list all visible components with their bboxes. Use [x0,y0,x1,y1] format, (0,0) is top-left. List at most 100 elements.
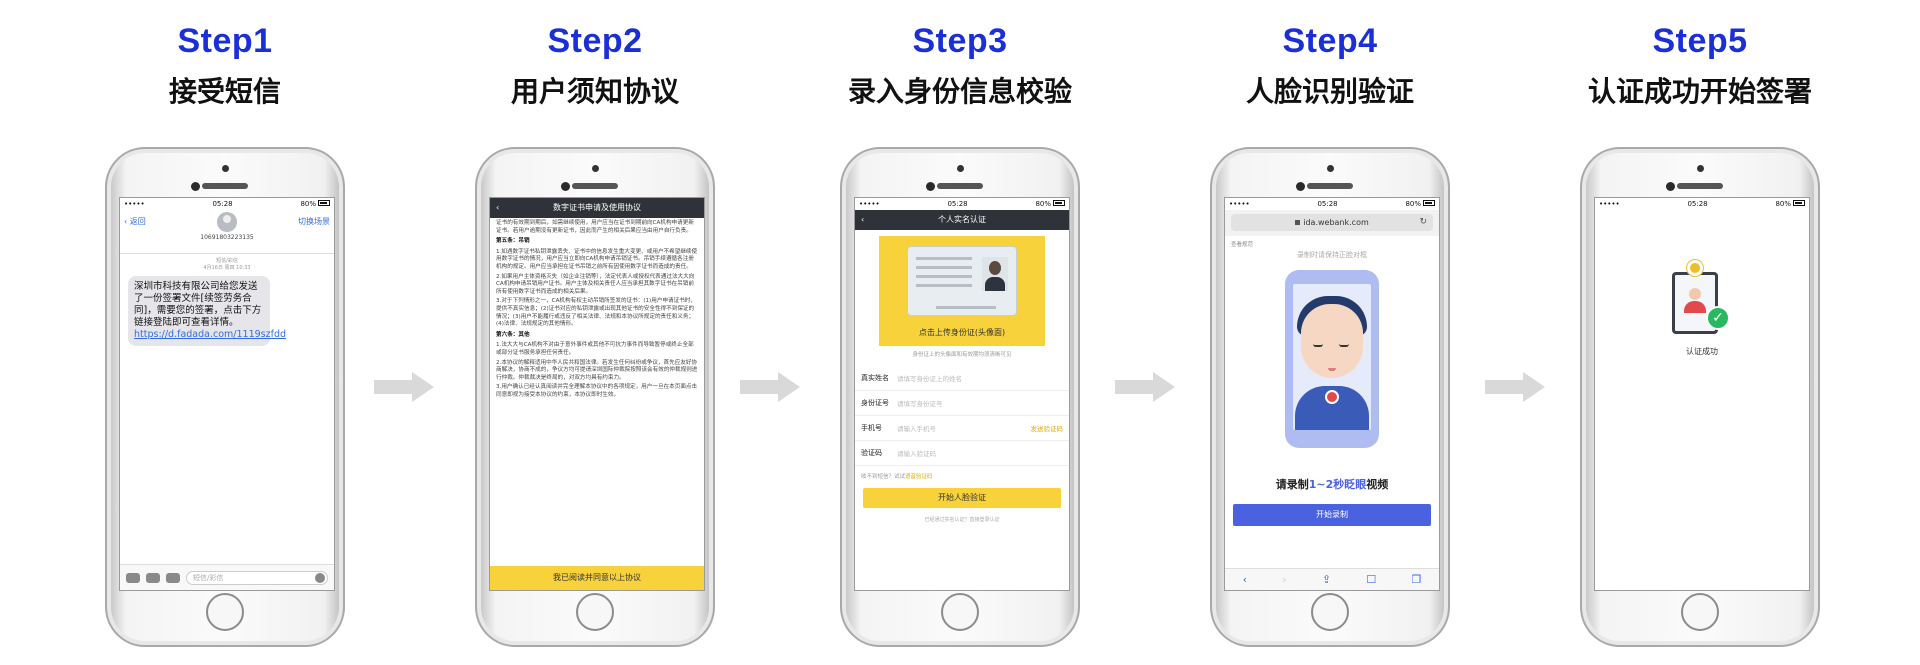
send-icon[interactable] [315,572,325,583]
agreement-paragraph: 1.法大大与CA机构不对由于意外事件或其他不可抗力事件而导致暂停或终止全部或部分… [496,342,694,356]
success-label: 认证成功 [1686,347,1718,356]
agreement-body[interactable]: 证书的有效期到期后，如需继续使用，用户应当在证书到期前向CA机构申请更新证书。若… [490,218,704,403]
check-icon: ✓ [1706,306,1730,330]
arrow-right-icon [740,372,802,402]
phone-frame: ••••• 05:28 80% ‹ 个人实名认证 点击上传身份证(头像面) [840,147,1080,647]
share-icon[interactable]: ⇪ [1321,573,1332,586]
bookmarks-icon[interactable]: ☐ [1366,573,1377,586]
code-field[interactable]: 验证码 请输入验证码 [855,441,1069,466]
step-subtitle: 人脸识别验证 [1245,75,1414,108]
agreement-screen: ‹ 数字证书申请及使用协议 证书的有效期到期后，如需继续使用，用户应当在证书到期… [489,197,705,591]
arrow-right-icon [374,372,436,402]
phone-camera [1697,165,1704,172]
sms-screen: ••••• 05:28 80% ‹ 返回 10691803223135 切换场景… [119,197,335,591]
sms-link[interactable]: https://d.fadada.com/1119szfdd [134,329,286,340]
face-screen: ••••• 05:28 80% ida.webank.com ↻ 查看规范 录制… [1224,197,1440,591]
record-instruction: 请录制1~2秒眨眼视频 [1275,478,1389,491]
face-hint: 录制时请保持正脸对框 [1297,251,1367,259]
back-chevron-icon[interactable]: ‹ [496,203,500,212]
section-heading: 第六条：其他 [496,331,530,338]
tabs-icon[interactable]: ❐ [1411,573,1422,586]
back-icon[interactable]: ‹ [1242,573,1248,586]
status-bar: ••••• 05:28 80% [1595,198,1809,210]
back-chevron-icon[interactable]: ‹ [861,215,865,224]
switch-scene-button[interactable]: 切换场景 [298,217,330,226]
face-illustration [1285,270,1379,448]
spec-link[interactable]: 查看规范 [1231,242,1254,248]
identity-title: 个人实名认证 [938,215,986,224]
phone-sensor [1296,182,1305,191]
send-code-button[interactable]: 发送验证码 [1030,425,1064,433]
login-link[interactable]: 已经通过实名认证？直接登录认证 [924,517,1000,523]
step-title: Step4 [1282,22,1378,60]
step-subtitle: 认证成功开始签署 [1587,75,1812,108]
phone-speaker [1677,183,1723,189]
upload-label: 点击上传身份证(头像面) [918,328,1006,337]
id-upload-area[interactable]: 点击上传身份证(头像面) [879,236,1045,346]
agree-button[interactable]: 我已阅读并同意以上协议 [490,566,704,590]
camera-icon[interactable] [126,572,140,583]
upload-hint: 身份证上的头像面和有效期均须清晰可见 [912,352,1012,358]
success-screen: ••••• 05:28 80% ✓ 认证成功 [1594,197,1810,591]
battery-icon [1053,200,1065,206]
home-button[interactable] [576,593,614,631]
success-badge-icon: ✓ [1672,260,1732,340]
battery-icon [318,200,330,206]
url-field[interactable]: ida.webank.com ↻ [1231,214,1433,231]
battery: 80% [300,200,330,208]
sms-input-bar: 短信/彩信 [120,564,334,590]
id-number-field[interactable]: 身份证号 请填写身份证号 [855,391,1069,416]
phone-camera [1327,165,1334,172]
browser-bar: ida.webank.com ↻ [1225,210,1439,236]
name-field[interactable]: 真实姓名 请填写身份证上的姓名 [855,366,1069,391]
status-bar: ••••• 05:28 80% [855,198,1069,210]
sms-text: 深圳市科技有限公司给您发送了一份签署文件[续签劳务合同]，需要您的签署，点击下方… [134,281,262,328]
phone-speaker [572,183,618,189]
agreement-title: 数字证书申请及使用协议 [553,203,641,212]
browser-toolbar: ‹ › ⇪ ☐ ❐ [1225,568,1439,590]
identity-header: ‹ 个人实名认证 [855,210,1069,230]
step-title: Step1 [177,22,273,60]
identity-screen: ••••• 05:28 80% ‹ 个人实名认证 点击上传身份证(头像面) [854,197,1070,591]
phone-frame: ••••• 05:28 80% ‹ 返回 10691803223135 切换场景… [105,147,345,647]
status-bar: ••••• 05:28 80% [120,198,334,210]
agreement-paragraph: 3.用户确认已经认真阅读并完全理解本协议中的各项规定，用户一旦在本页面点击同意即… [496,384,698,398]
phone-speaker [1307,183,1353,189]
sender-number: 10691803223135 [200,234,254,241]
agreement-paragraph: 证书的有效期到期后，如需继续使用，用户应当在证书到期前向CA机构申请更新证书。若… [496,220,694,234]
sms-input[interactable]: 短信/彩信 [186,570,328,585]
heart-icon[interactable] [146,572,160,583]
phone-camera [957,165,964,172]
phone-sensor [191,182,200,191]
arrow-right-icon [1115,372,1177,402]
phone-camera [222,165,229,172]
home-button[interactable] [1311,593,1349,631]
agreement-paragraph: 3.对于下列情形之一，CA机构有权主动吊销所签发的证书：(1)用户申请证书时，提… [496,298,696,328]
phone-frame: ‹ 数字证书申请及使用协议 证书的有效期到期后，如需继续使用，用户应当在证书到期… [475,147,715,647]
forward-icon[interactable]: › [1282,573,1287,586]
phone-field[interactable]: 手机号 请输入手机号 发送验证码 [855,416,1069,441]
step-subtitle: 录入身份信息校验 [847,75,1072,108]
step-title: Step2 [547,22,643,60]
contact-avatar-icon[interactable] [217,212,237,232]
carrier: ••••• [124,200,145,208]
phone-sensor [926,182,935,191]
agreement-paragraph: 2.如果用户主体资格灭失（如企业注销等），法定代表人或授权代表通过法大大向CA机… [496,273,695,295]
voice-code-link[interactable]: 语音验证码 [905,474,933,480]
status-bar: ••••• 05:28 80% [1225,198,1439,210]
back-button[interactable]: ‹ 返回 [124,217,146,226]
start-face-button[interactable]: 开始人脸验证 [863,488,1061,508]
home-button[interactable] [1681,593,1719,631]
sms-tip: 收不到短信？试试语音验证码 [861,474,933,480]
appstore-icon[interactable] [166,572,180,583]
arrow-right-icon [1485,372,1547,402]
home-button[interactable] [206,593,244,631]
lock-icon [1295,220,1301,225]
id-card-icon [907,246,1017,316]
phone-speaker [202,183,248,189]
start-record-button[interactable]: 开始录制 [1233,504,1431,526]
reload-icon[interactable]: ↻ [1419,217,1427,227]
home-button[interactable] [941,593,979,631]
phone-camera [592,165,599,172]
phone-speaker [937,183,983,189]
